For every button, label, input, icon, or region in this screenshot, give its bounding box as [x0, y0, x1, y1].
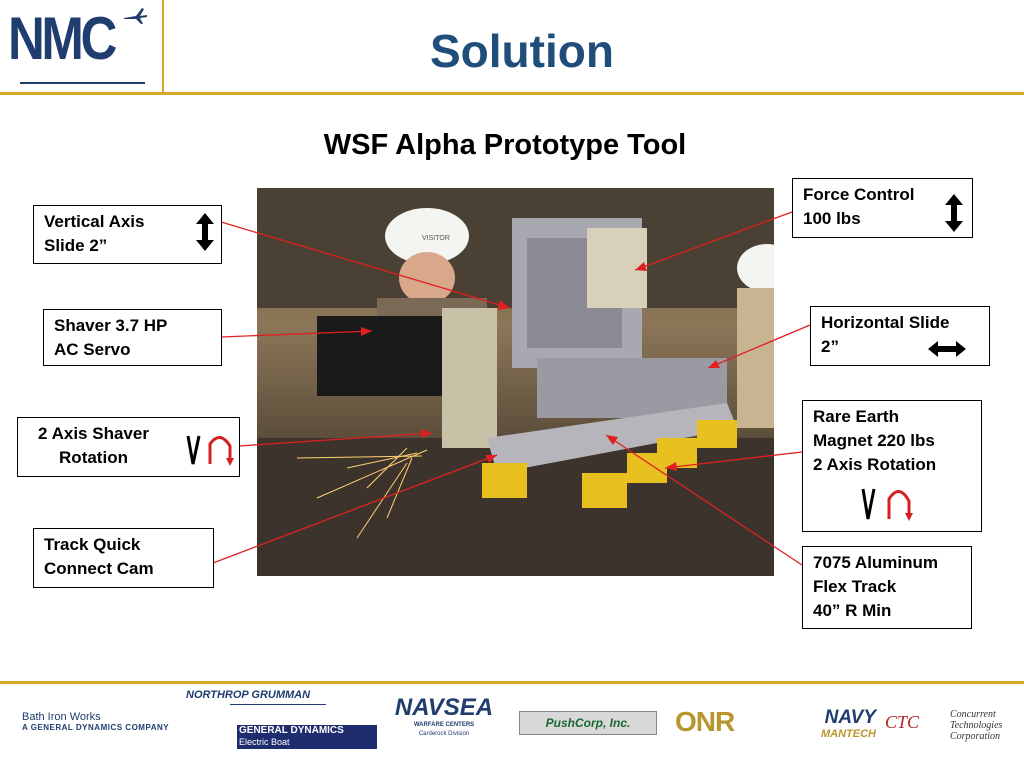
rotation-arrows-icon	[186, 435, 234, 466]
callout-force-control: Force Control 100 lbs	[792, 178, 973, 238]
page-title: Solution	[430, 25, 614, 77]
ctc-name: Concurrent Technologies Corporation	[950, 709, 1002, 742]
sponsor-name: NAVY	[824, 707, 876, 728]
leader-vertical-axis	[220, 221, 511, 309]
sponsor-tagline: Electric Boat	[239, 737, 290, 747]
leader-magnet	[664, 451, 803, 469]
vertical-arrow-icon	[945, 194, 963, 232]
sponsor-name: NAVSEA	[394, 694, 494, 721]
callout-horizontal-slide: Horizontal Slide 2”	[810, 306, 990, 366]
callout-line: Vertical Axis	[44, 212, 145, 231]
callout-line: AC Servo	[54, 340, 131, 359]
callout-line: 7075 Aluminum	[813, 553, 939, 572]
callout-shaver-rotation: 2 Axis Shaver Rotation	[17, 417, 240, 477]
callout-line: Rare Earth	[813, 407, 899, 426]
callout-line: Force Control	[803, 185, 915, 204]
sponsor-tagline: MANTECH	[821, 728, 876, 740]
ctc-logo: CTC	[885, 712, 920, 732]
leader-shaver	[220, 330, 373, 338]
nmc-logo-text: NMC	[8, 5, 117, 72]
onr-logo: ONR	[675, 706, 735, 737]
sponsor-name: Technologies	[950, 720, 1003, 731]
sponsor-name: GENERAL DYNAMICS	[239, 725, 344, 736]
callout-flex-track: 7075 Aluminum Flex Track 40” R Min	[802, 546, 972, 629]
pushcorp-logo: PushCorp, Inc.	[519, 711, 657, 735]
leader-track-cam	[212, 454, 498, 564]
callout-shaver: Shaver 3.7 HP AC Servo	[43, 309, 222, 366]
northrop-grumman-logo: NORTHROP GRUMMAN	[186, 689, 311, 701]
callout-line: Horizontal Slide	[821, 313, 950, 332]
bath-iron-works-logo: Bath Iron Works A GENERAL DYNAMICS COMPA…	[22, 711, 169, 732]
callout-line: Magnet 220 lbs	[813, 431, 935, 450]
callout-vertical-axis: Vertical Axis Slide 2”	[33, 205, 222, 264]
leader-horizontal-slide	[707, 324, 811, 369]
logo-underline	[20, 82, 145, 84]
header-divider	[0, 92, 1024, 95]
callout-line: Flex Track	[813, 577, 897, 596]
leader-flex-track	[605, 434, 803, 566]
callout-line: 2 Axis Shaver	[38, 424, 149, 443]
callout-line: Slide 2”	[44, 236, 108, 255]
prototype-photo: VISITOR	[257, 188, 774, 576]
callout-line: 100 lbs	[803, 209, 861, 228]
navy-mantech-logo: NAVY MANTECH	[772, 707, 876, 741]
footer-divider	[0, 681, 1024, 684]
callout-line: 40” R Min	[813, 601, 892, 620]
photo-illustration: VISITOR	[257, 188, 774, 576]
sponsor-name: Corporation	[950, 731, 1001, 742]
sponsor-name: Concurrent	[950, 709, 996, 720]
slide-subtitle: WSF Alpha Prototype Tool	[323, 129, 687, 161]
callout-line: Rotation	[59, 448, 128, 467]
hard-hat-left	[385, 208, 469, 264]
callout-track-cam: Track Quick Connect Cam	[33, 528, 214, 588]
callout-line: 2 Axis Rotation	[813, 455, 937, 474]
navsea-logo: NAVSEA WARFARE CENTERS Carderock Divisio…	[392, 695, 496, 738]
helmet-label: VISITOR	[422, 235, 450, 242]
leader-force-control	[634, 211, 793, 271]
sponsor-tagline: A GENERAL DYNAMICS COMPANY	[22, 723, 170, 732]
horizontal-arrow-icon	[928, 341, 966, 357]
callout-line: Connect Cam	[44, 559, 154, 578]
nmc-logo: NMC	[0, 0, 164, 92]
airplane-icon	[124, 8, 147, 24]
callout-line: Shaver 3.7 HP	[54, 316, 168, 335]
general-dynamics-logo: GENERAL DYNAMICS Electric Boat	[237, 725, 377, 749]
leader-shaver-rotation	[238, 432, 433, 447]
callout-magnet: Rare Earth Magnet 220 lbs 2 Axis Rotatio…	[802, 400, 982, 532]
sponsor-tagline: Carderock Division	[418, 731, 470, 737]
vertical-arrow-icon	[196, 213, 214, 251]
sponsor-tagline: WARFARE CENTERS	[413, 722, 475, 728]
rotation-arrows-icon	[861, 488, 913, 521]
callout-line: 2”	[821, 337, 839, 356]
callout-line: Track Quick	[44, 535, 141, 554]
logo-rule	[230, 704, 326, 705]
sponsor-name: Bath Iron Works	[22, 711, 101, 723]
